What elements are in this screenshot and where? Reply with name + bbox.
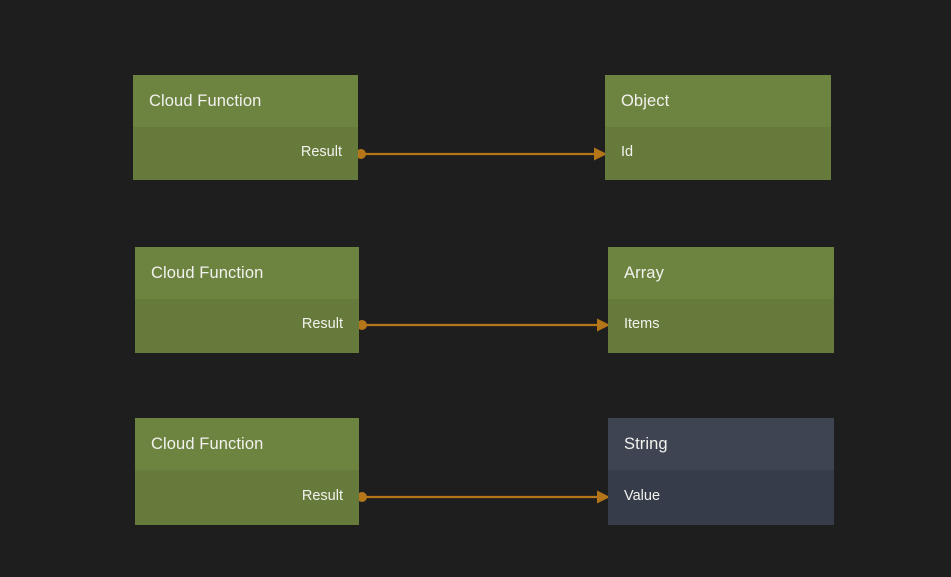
output-port-result[interactable]: Result bbox=[135, 475, 359, 517]
node-object[interactable]: Object Id bbox=[605, 75, 831, 180]
node-cloud-function-3[interactable]: Cloud Function Result bbox=[135, 418, 359, 525]
port-label: Value bbox=[624, 488, 661, 504]
output-port-result[interactable]: Result bbox=[135, 303, 359, 345]
node-cloud-function-2[interactable]: Cloud Function Result bbox=[135, 247, 359, 353]
port-label: Result bbox=[301, 316, 343, 332]
node-body: Result bbox=[135, 470, 359, 525]
port-label: Id bbox=[621, 144, 634, 160]
node-body: Items bbox=[608, 299, 834, 353]
node-title: Cloud Function bbox=[133, 75, 358, 127]
node-body: Result bbox=[135, 299, 359, 353]
node-title: Array bbox=[608, 247, 834, 299]
port-label: Result bbox=[300, 144, 342, 160]
node-body: Id bbox=[605, 127, 831, 180]
node-title: String bbox=[608, 418, 834, 470]
node-array[interactable]: Array Items bbox=[608, 247, 834, 353]
port-label: Items bbox=[624, 316, 660, 332]
connection-edge bbox=[356, 147, 607, 161]
node-body: Value bbox=[608, 470, 834, 525]
node-cloud-function-1[interactable]: Cloud Function Result bbox=[133, 75, 358, 180]
node-title: Cloud Function bbox=[135, 247, 359, 299]
input-port-value[interactable]: Value bbox=[608, 475, 834, 517]
node-string[interactable]: String Value bbox=[608, 418, 834, 525]
node-title: Object bbox=[605, 75, 831, 127]
output-port-result[interactable]: Result bbox=[133, 131, 358, 173]
connection-edge bbox=[357, 318, 610, 332]
input-port-items[interactable]: Items bbox=[608, 303, 834, 345]
connection-edge bbox=[357, 490, 610, 504]
node-body: Result bbox=[133, 127, 358, 180]
input-port-id[interactable]: Id bbox=[605, 131, 831, 173]
port-label: Result bbox=[301, 488, 343, 504]
node-title: Cloud Function bbox=[135, 418, 359, 470]
